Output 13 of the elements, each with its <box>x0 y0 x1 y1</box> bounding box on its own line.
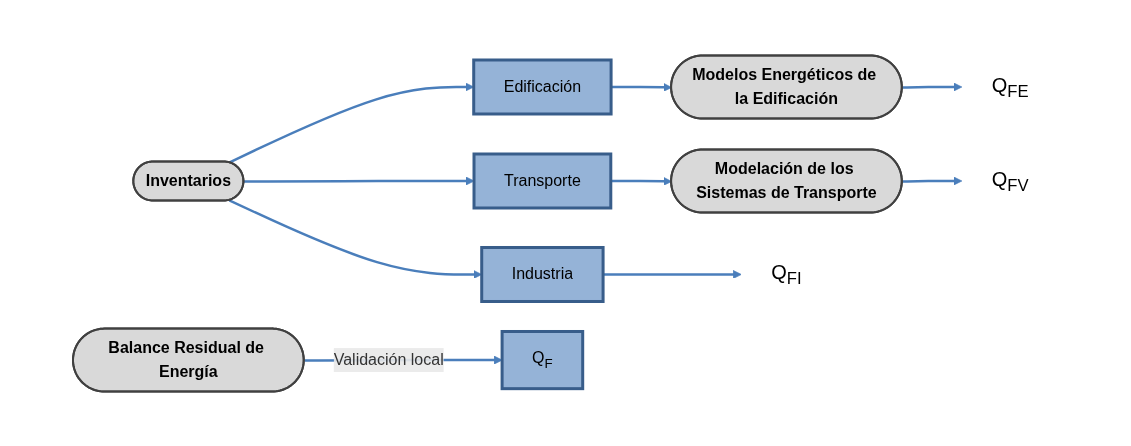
node-text: Q$_{FI}$ <box>770 261 802 289</box>
node-box: Transporte <box>472 152 612 210</box>
node-box: Q$_{F}$ <box>500 329 584 390</box>
edge-label: Validación local <box>333 350 444 368</box>
node-box: Industria <box>479 245 605 303</box>
node-box: Edificación <box>471 58 613 116</box>
arrow <box>602 269 742 279</box>
arrow <box>228 82 474 164</box>
node-text: Q$_{FV}$ <box>991 167 1029 195</box>
arrow <box>901 82 962 92</box>
arrow <box>901 176 962 186</box>
arrow <box>228 198 482 279</box>
node-text: Q$_{FE}$ <box>991 73 1029 101</box>
